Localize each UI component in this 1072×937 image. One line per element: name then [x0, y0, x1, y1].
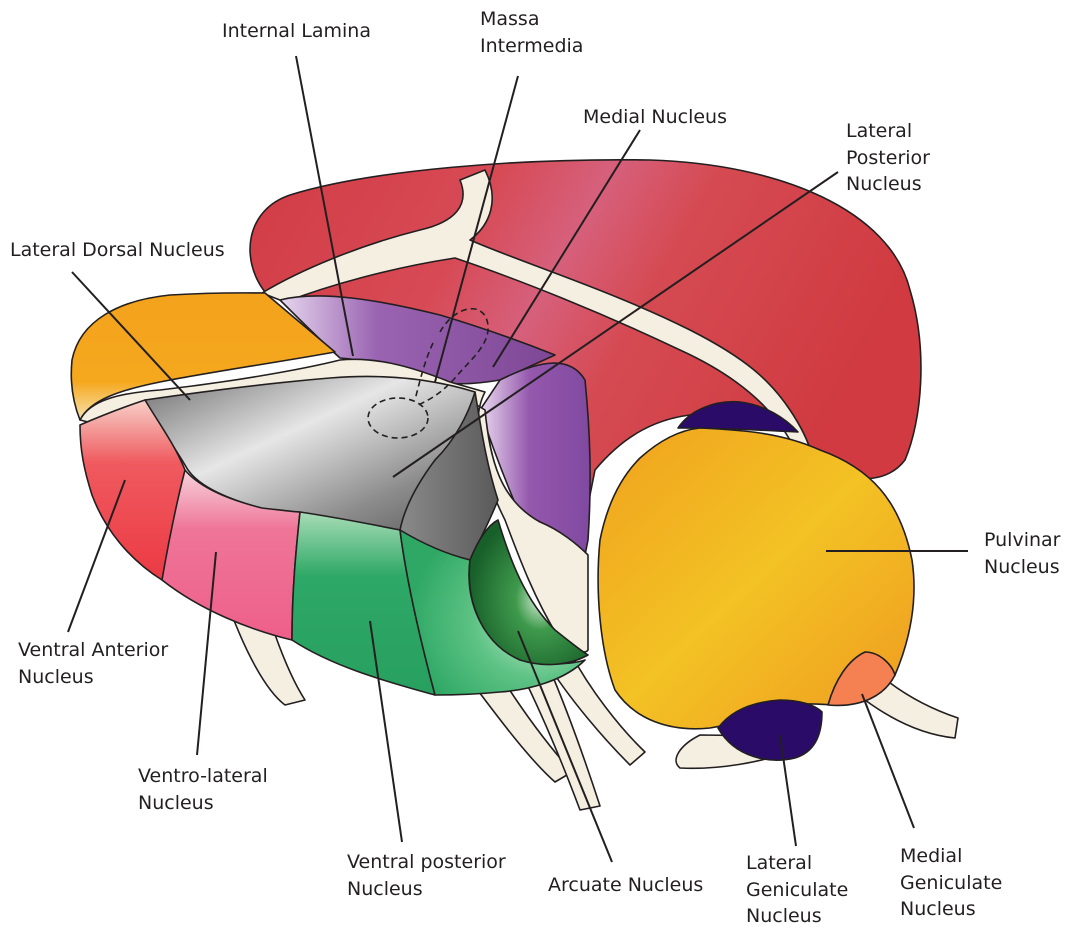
- label-ventro-lateral-nucleus: Ventro-lateral Nucleus: [138, 763, 268, 816]
- label-arcuate-nucleus: Arcuate Nucleus: [548, 872, 703, 899]
- label-lateral-dorsal-nucleus: Lateral Dorsal Nucleus: [10, 237, 225, 264]
- label-lateral-geniculate-nucleus: Lateral Geniculate Nucleus: [746, 850, 848, 930]
- label-pulvinar-nucleus: Pulvinar Nucleus: [984, 527, 1060, 580]
- label-lateral-posterior-nucleus: Lateral Posterior Nucleus: [846, 118, 930, 198]
- label-ventral-posterior-nucleus: Ventral posterior Nucleus: [347, 849, 506, 902]
- label-internal-lamina: Internal Lamina: [222, 18, 371, 45]
- label-massa-intermedia: Massa Intermedia: [480, 6, 583, 59]
- label-medial-nucleus: Medial Nucleus: [583, 104, 727, 131]
- label-ventral-anterior-nucleus: Ventral Anterior Nucleus: [18, 637, 168, 690]
- label-medial-geniculate-nucleus: Medial Geniculate Nucleus: [900, 843, 1002, 923]
